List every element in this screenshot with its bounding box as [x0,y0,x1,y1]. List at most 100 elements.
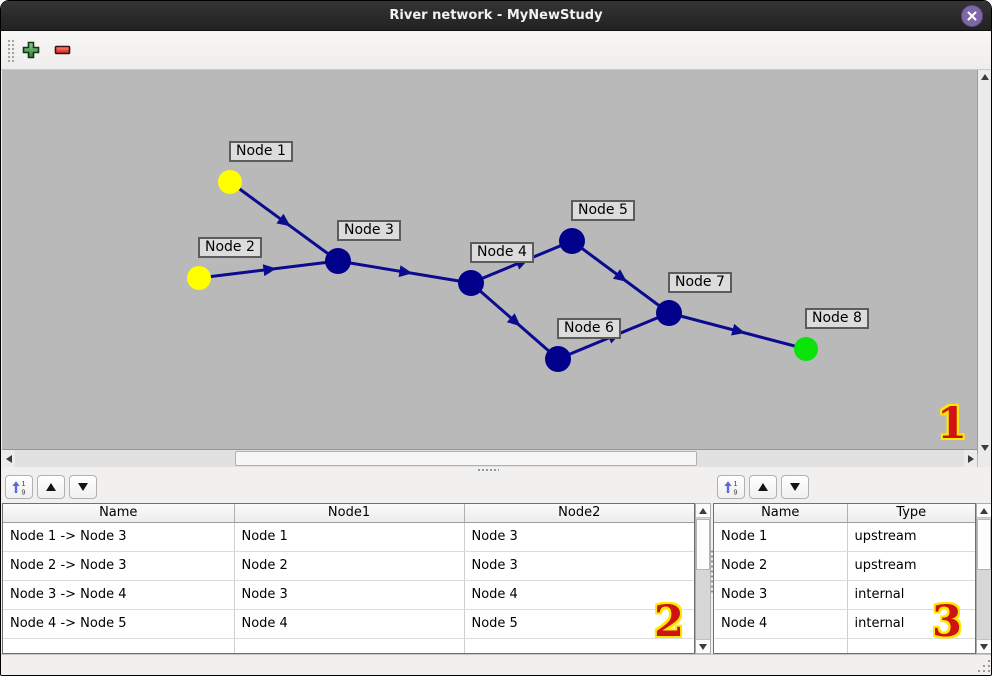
column-header-name[interactable]: Name [3,504,235,523]
scroll-up-button[interactable] [977,504,991,518]
node-node-8[interactable] [794,337,818,361]
table-cell[interactable]: Node 1 -> Node 3 [3,522,235,552]
table-cell[interactable]: internal [847,580,975,610]
node-node-3[interactable] [325,248,351,274]
table-cell[interactable]: Node 3 [464,522,694,552]
table-cell-empty [847,638,975,653]
node-label-node-1[interactable]: Node 1 [229,141,293,162]
nodes-table-scrollbar[interactable] [976,503,991,654]
node-label-node-2[interactable]: Node 2 [198,237,262,258]
table-cell[interactable]: Node 2 [234,551,465,581]
add-node-button[interactable] [19,38,43,62]
horizontal-splitter[interactable] [1,467,991,473]
svg-text:9: 9 [22,490,26,496]
links-table-scrollbar[interactable] [695,503,711,654]
table-cell[interactable]: Node 1 [234,522,465,552]
links-move-up-button[interactable] [37,475,65,499]
nodes-sort-button[interactable]: 1 9 [717,475,745,499]
scroll-down-button[interactable] [978,441,991,454]
close-icon [967,11,977,21]
node-node-4[interactable] [458,270,484,296]
scroll-up-button[interactable] [696,504,710,518]
column-header-node1[interactable]: Node1 [234,504,465,523]
scroll-up-icon [699,507,707,514]
node-node-1[interactable] [218,170,242,194]
column-header-node2[interactable]: Node2 [464,504,694,523]
scrollbar-thumb[interactable] [977,519,991,570]
links-sort-button[interactable]: 1 9 [5,475,33,499]
table-cell[interactable]: Node 4 [464,580,694,610]
remove-node-button[interactable] [51,38,75,62]
scroll-right-icon [967,454,974,463]
node-node-5[interactable] [559,228,585,254]
toolbar-drag-handle[interactable] [7,39,16,63]
table-cell[interactable]: Node 3 [234,580,465,610]
links-move-down-button[interactable] [69,475,97,499]
close-button[interactable] [961,5,983,27]
canvas-horizontal-scrollbar[interactable] [2,449,977,467]
column-header-name[interactable]: Name [714,504,848,523]
table-cell[interactable]: upstream [847,522,975,552]
table-cell[interactable]: Node 5 [464,609,694,639]
table-row-empty [714,638,975,653]
scroll-up-button[interactable] [978,70,991,83]
scroll-down-icon [980,643,988,650]
column-header-type[interactable]: Type [847,504,975,523]
table-cell[interactable]: internal [847,609,975,639]
scroll-down-button[interactable] [977,639,991,653]
splitter-grip-icon [477,468,499,472]
svg-text:1: 1 [22,481,26,488]
table-cell[interactable]: Node 4 [714,609,848,639]
nodes-move-down-button[interactable] [781,475,809,499]
table-cell[interactable]: Node 3 -> Node 4 [3,580,235,610]
scrollbar-thumb[interactable] [696,519,710,570]
table-cell[interactable]: Node 4 -> Node 5 [3,609,235,639]
status-bar [1,654,991,675]
node-label-node-6[interactable]: Node 6 [557,318,621,339]
table-cell[interactable]: upstream [847,551,975,581]
svg-text:9: 9 [734,490,738,496]
edge-arrow-icon [731,323,746,336]
horizontal-scrollbar-thumb[interactable] [235,451,697,466]
table-cell[interactable]: Node 4 [234,609,465,639]
network-canvas[interactable]: Node 1 Node 2 Node 3 Node 4 Node 5 Node 6 Node… [2,70,977,449]
scroll-down-button[interactable] [696,639,710,653]
node-node-2[interactable] [187,266,211,290]
resize-grip[interactable] [976,660,990,674]
table-cell[interactable]: Node 3 [714,580,848,610]
table-cell[interactable]: Node 1 [714,522,848,552]
node-node-7[interactable] [656,300,682,326]
table-cell-empty [3,638,235,653]
node-node-6[interactable] [545,346,571,372]
node-label-node-7[interactable]: Node 7 [668,272,732,293]
scrollbar-corner [977,454,991,468]
titlebar[interactable]: River network - MyNewStudy [1,1,991,31]
table-cell[interactable]: Node 3 [464,551,694,581]
vertical-splitter[interactable] [710,549,715,593]
scroll-left-icon [5,454,12,463]
scroll-up-icon [981,73,989,80]
node-label-node-8[interactable]: Node 8 [805,308,869,329]
scroll-down-icon [981,444,989,451]
nodes-move-up-button[interactable] [749,475,777,499]
plus-icon [22,41,40,59]
node-label-node-5[interactable]: Node 5 [571,200,635,221]
node-label-node-4[interactable]: Node 4 [470,242,534,263]
node-label-node-3[interactable]: Node 3 [337,220,401,241]
main-toolbar [1,31,991,70]
scroll-left-button[interactable] [2,450,15,467]
table-cell[interactable]: Node 2 [714,551,848,581]
table-cell[interactable]: Node 2 -> Node 3 [3,551,235,581]
canvas-vertical-scrollbar[interactable] [977,70,991,454]
scroll-right-button[interactable] [964,450,977,467]
